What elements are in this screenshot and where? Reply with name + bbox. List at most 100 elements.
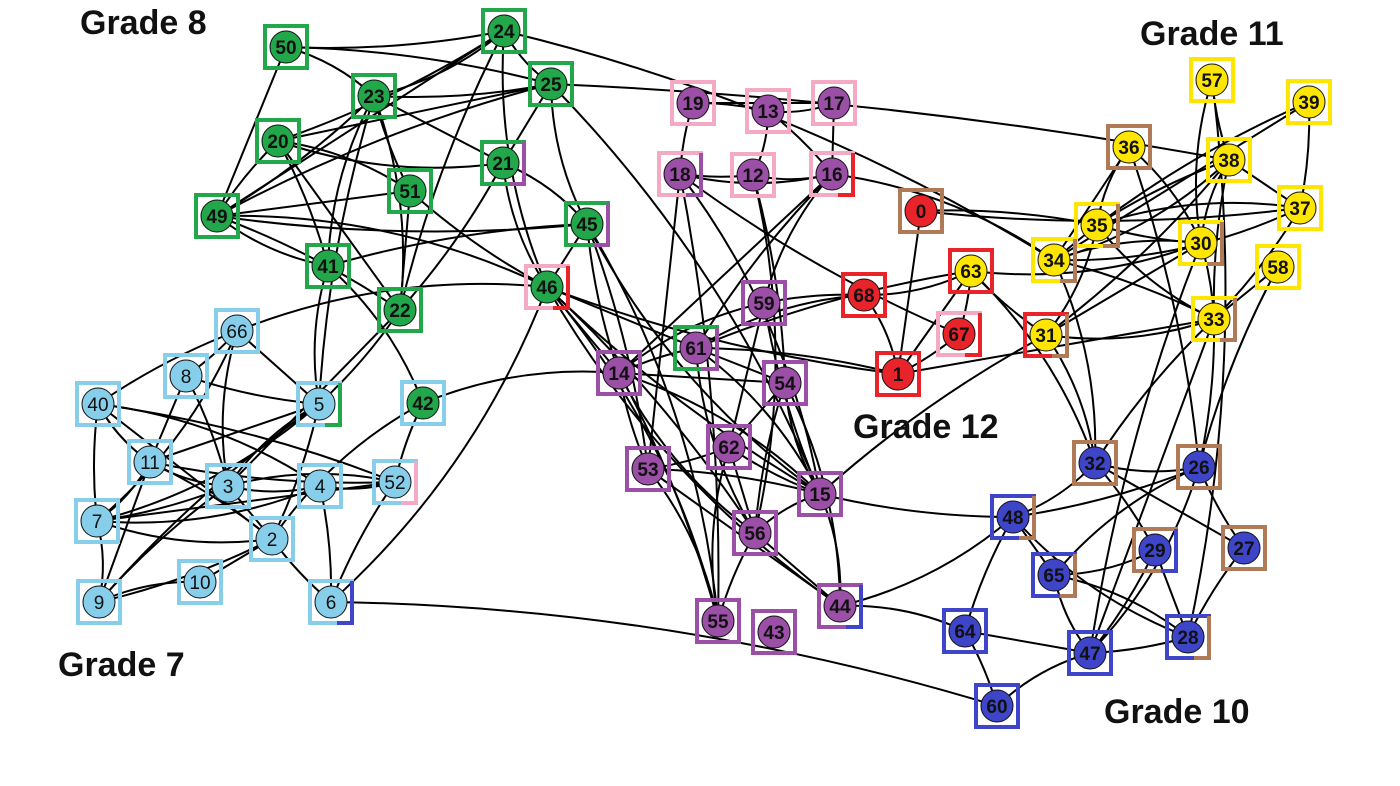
node-label: 41: [317, 257, 339, 278]
edge-61-63: [695, 270, 972, 349]
node-25[interactable]: 25: [528, 61, 574, 107]
node-16[interactable]: 16: [809, 151, 855, 197]
node-12[interactable]: 12: [730, 152, 776, 198]
node-42[interactable]: 42: [400, 380, 446, 426]
edge-14-55: [618, 372, 719, 622]
edge-65-28: [1053, 574, 1189, 638]
node-7[interactable]: 7: [74, 498, 120, 544]
node-55[interactable]: 55: [695, 598, 741, 644]
node-10[interactable]: 10: [177, 559, 223, 605]
node-label: 14: [608, 364, 630, 385]
node-frame: [875, 351, 921, 397]
node-13[interactable]: 13: [745, 88, 791, 134]
node-4[interactable]: 4: [297, 463, 343, 509]
node-26[interactable]: 26: [1176, 444, 1222, 490]
node-47[interactable]: 47: [1067, 630, 1113, 676]
node-28[interactable]: 28: [1165, 614, 1211, 660]
node-label: 42: [412, 394, 433, 415]
node-59[interactable]: 59: [741, 280, 787, 326]
node-frame-accent: [593, 203, 610, 247]
node-6[interactable]: 6: [308, 579, 354, 625]
node-circle: [1195, 63, 1229, 97]
node-35[interactable]: 35: [1074, 202, 1120, 248]
edge-11-52: [149, 461, 396, 484]
edge-7-2: [96, 520, 273, 544]
node-57[interactable]: 57: [1189, 57, 1235, 103]
node-62[interactable]: 62: [706, 424, 752, 470]
edge-37-35: [1096, 201, 1301, 226]
node-frame: [177, 559, 223, 605]
node-label: 3: [223, 477, 234, 498]
node-0[interactable]: 0: [898, 188, 944, 234]
node-53[interactable]: 53: [625, 446, 671, 492]
node-label: 6: [326, 593, 337, 614]
node-label: 46: [536, 278, 557, 299]
node-frame: [305, 243, 351, 289]
node-58[interactable]: 58: [1255, 244, 1301, 290]
node-56[interactable]: 56: [732, 510, 778, 556]
node-66[interactable]: 66: [214, 308, 260, 354]
node-43[interactable]: 43: [751, 609, 797, 655]
node-51[interactable]: 51: [387, 168, 433, 214]
node-18[interactable]: 18: [657, 151, 703, 197]
node-31[interactable]: 31: [1023, 312, 1069, 358]
node-29[interactable]: 29: [1132, 527, 1178, 573]
node-40[interactable]: 40: [75, 381, 121, 427]
node-27[interactable]: 27: [1221, 525, 1267, 571]
node-41[interactable]: 41: [305, 243, 351, 289]
node-frame: [811, 80, 857, 126]
node-33[interactable]: 33: [1191, 296, 1237, 342]
edge-23-5: [318, 95, 375, 405]
node-19[interactable]: 19: [670, 80, 716, 126]
node-20[interactable]: 20: [255, 118, 301, 164]
node-17[interactable]: 17: [811, 80, 857, 126]
node-48[interactable]: 48: [990, 494, 1036, 540]
node-circle: [1171, 620, 1205, 654]
node-3[interactable]: 3: [205, 463, 251, 509]
node-52[interactable]: 52: [372, 459, 418, 505]
edge-45-14: [586, 223, 620, 374]
node-frame: [1221, 525, 1267, 571]
node-38[interactable]: 38: [1206, 137, 1252, 183]
node-54[interactable]: 54: [762, 360, 808, 406]
node-2[interactable]: 2: [249, 516, 295, 562]
node-5[interactable]: 5: [296, 381, 342, 427]
node-50[interactable]: 50: [263, 24, 309, 70]
node-label: 50: [275, 38, 296, 59]
node-8[interactable]: 8: [163, 353, 209, 399]
node-circle: [747, 286, 781, 320]
node-39[interactable]: 39: [1286, 79, 1332, 125]
node-14[interactable]: 14: [596, 350, 642, 396]
node-60[interactable]: 60: [974, 683, 1020, 729]
edge-15-31: [819, 334, 1047, 495]
node-36[interactable]: 36: [1106, 124, 1152, 170]
node-frame-accent: [838, 153, 855, 197]
node-23[interactable]: 23: [351, 73, 397, 119]
node-22[interactable]: 22: [377, 287, 423, 333]
node-30[interactable]: 30: [1178, 220, 1224, 266]
node-68[interactable]: 68: [841, 272, 887, 318]
node-24[interactable]: 24: [481, 8, 527, 54]
node-44[interactable]: 44: [817, 583, 863, 629]
node-11[interactable]: 11: [127, 439, 173, 485]
node-15[interactable]: 15: [797, 471, 843, 517]
node-63[interactable]: 63: [948, 248, 994, 294]
node-49[interactable]: 49: [194, 193, 240, 239]
node-67[interactable]: 67: [936, 311, 982, 357]
node-64[interactable]: 64: [942, 608, 988, 654]
node-label: 15: [809, 485, 831, 506]
node-32[interactable]: 32: [1072, 440, 1118, 486]
node-circle: [631, 452, 665, 486]
node-1[interactable]: 1: [875, 351, 921, 397]
node-37[interactable]: 37: [1277, 185, 1323, 231]
node-61[interactable]: 61: [673, 325, 719, 371]
node-65[interactable]: 65: [1031, 552, 1077, 598]
node-45[interactable]: 45: [564, 201, 610, 247]
node-46[interactable]: 46: [524, 264, 570, 310]
edge-3-9: [98, 485, 229, 603]
node-circle: [847, 278, 881, 312]
node-21[interactable]: 21: [480, 140, 526, 186]
node-9[interactable]: 9: [76, 579, 122, 625]
node-frame-accent: [1194, 616, 1211, 660]
node-34[interactable]: 34: [1031, 237, 1077, 283]
